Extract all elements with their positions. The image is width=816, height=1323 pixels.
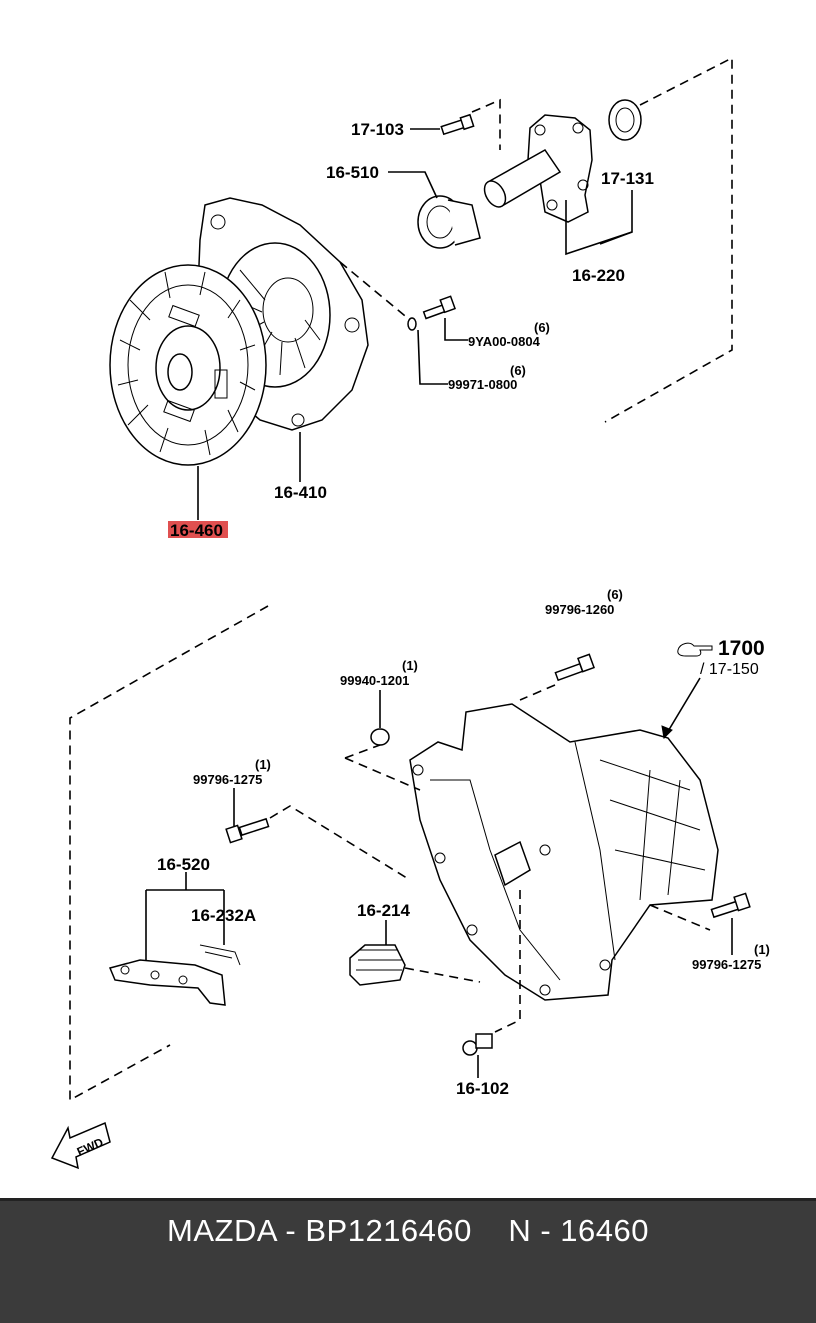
footer-bar: MAZDA - BP1216460 N - 16460 <box>0 1198 816 1323</box>
label-16-510: 16-510 <box>326 163 379 182</box>
highlight-16-460 <box>168 521 228 538</box>
label-99940-qty: (1) <box>402 658 418 673</box>
bolt-99796-1275-right <box>710 892 751 919</box>
release-bearing <box>417 195 481 249</box>
transmission-case <box>409 703 719 1001</box>
lock-washer <box>407 317 417 331</box>
clutch-disc <box>109 264 267 466</box>
label-17-103: 17-103 <box>351 120 404 139</box>
release-fork <box>108 959 226 1006</box>
label-9ya00-qty: (6) <box>534 320 550 335</box>
label-99971: 99971-0800 <box>448 377 517 392</box>
bolt-17-103 <box>440 113 475 136</box>
label-16-520: 16-520 <box>157 855 210 874</box>
pointing-hand-icon <box>677 642 713 657</box>
label-99940: 99940-1201 <box>340 673 409 688</box>
label-99796-1275a: 99796-1275 <box>193 772 262 787</box>
bolt-99796-1260 <box>554 653 595 682</box>
label-1700: 1700 <box>718 637 765 660</box>
label-16-460: 16-460 <box>170 521 223 540</box>
oil-seal <box>608 99 642 141</box>
spring-clip <box>199 944 241 966</box>
nut-99940 <box>370 728 390 746</box>
label-9ya00: 9YA00-0804 <box>468 334 541 349</box>
release-boot <box>349 944 406 986</box>
label-99796-1260-qty: (6) <box>607 587 623 602</box>
bolt-16-102 <box>462 1033 493 1056</box>
label-16-410: 16-410 <box>274 483 327 502</box>
parts-diagram: 17-103 16-510 17-131 16-220 (6) 9YA00-08… <box>50 56 770 1170</box>
label-99796-1260: 99796-1260 <box>545 602 614 617</box>
label-99971-qty: (6) <box>510 363 526 378</box>
label-99796-1275a-qty: (1) <box>255 757 271 772</box>
label-17-131: 17-131 <box>601 169 654 188</box>
label-16-232a: 16-232A <box>191 906 256 925</box>
bearing-retainer <box>483 114 593 223</box>
cover-bolt <box>422 295 456 320</box>
label-99796-1275b: 99796-1275 <box>692 957 761 972</box>
label-16-214: 16-214 <box>357 901 410 920</box>
fwd-arrow-icon: FWD <box>50 1121 111 1170</box>
bolt-99796-1275-left <box>225 817 270 844</box>
label-17-150: / 17-150 <box>700 661 759 678</box>
label-16-102: 16-102 <box>456 1079 509 1098</box>
label-16-220: 16-220 <box>572 266 625 285</box>
footer-part-number: MAZDA - BP1216460 N - 16460 <box>167 1213 649 1248</box>
label-99796-1275b-qty: (1) <box>754 942 770 957</box>
